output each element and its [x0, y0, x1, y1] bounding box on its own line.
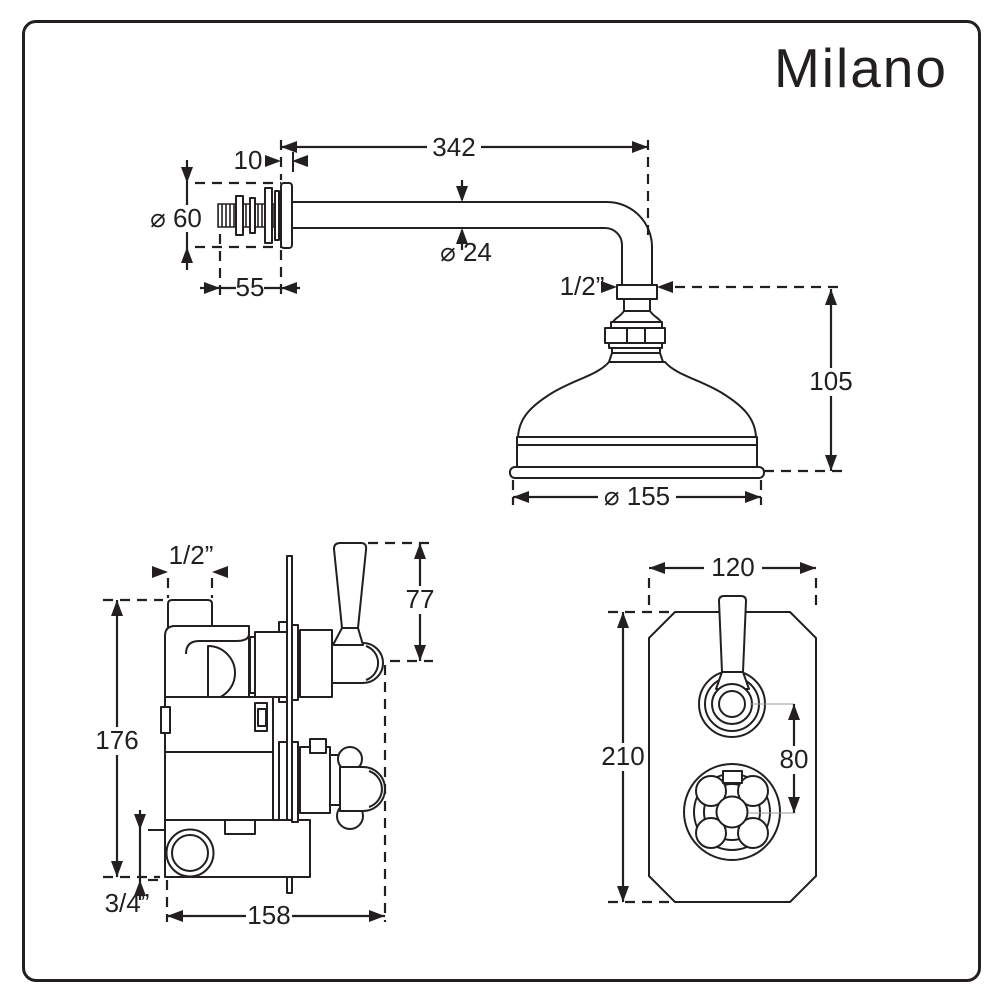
dim-label-arm-length: 342 — [432, 132, 475, 162]
dim-label-head-connection: 1/2” — [560, 271, 605, 301]
dimension-head-connection: 1/2” — [560, 271, 843, 301]
hex-nut — [604, 327, 666, 344]
dimension-handle-spacing: 80 — [748, 703, 812, 814]
shower-head-assembly-view: 342 10 ⌀ 60 — [147, 132, 855, 511]
dimension-side-outlet: 3/4” — [105, 810, 164, 918]
valve-side-view: 1/2” 77 — [93, 540, 438, 930]
crosshead-hub — [715, 795, 749, 829]
dim-label-plate-height: 210 — [601, 741, 644, 771]
crosshead-tab — [722, 770, 743, 784]
shower-arm — [292, 201, 653, 285]
body-rear-block — [254, 631, 288, 698]
shower-head — [509, 284, 765, 479]
valve-side-body — [160, 555, 311, 894]
lever-hub-dome — [331, 642, 384, 684]
body-left-tab — [160, 706, 171, 734]
bolt-detail-inner — [257, 708, 267, 727]
inlet-pipe — [167, 599, 213, 629]
lever-handle-front — [698, 595, 766, 738]
cross-lobe-sw — [695, 817, 727, 849]
dimension-arm-diameter: ⌀ 24 — [440, 180, 492, 267]
dimension-body-height: 176 — [93, 598, 163, 879]
dimension-plate-width: 120 — [647, 552, 818, 610]
crosshead-handle-side — [291, 738, 386, 830]
arm-collar — [616, 284, 658, 300]
locknut — [264, 187, 273, 244]
dimension-handle-height: 77 — [368, 541, 438, 663]
cross-lobe-se — [737, 817, 769, 849]
lever-handle-side — [291, 542, 384, 701]
head-band — [516, 436, 758, 468]
dimension-arm-length: 342 — [279, 132, 650, 240]
dim-label-handle-height: 77 — [406, 584, 435, 614]
lower-cartridge — [299, 746, 331, 814]
dimension-thread-length: 55 — [200, 234, 300, 302]
dim-label-depth: 158 — [247, 900, 290, 930]
dim-label-head-height: 105 — [809, 366, 852, 396]
dimension-head-height: 105 — [764, 289, 855, 473]
dim-label-plate-width: 120 — [711, 552, 754, 582]
upper-flange — [291, 624, 299, 701]
dim-label-thread-length: 55 — [236, 272, 265, 302]
dimension-head-diameter: ⌀ 155 — [511, 480, 763, 511]
dimension-depth: 158 — [165, 665, 387, 930]
body-lower-block — [164, 751, 274, 821]
washer — [274, 190, 280, 241]
connector-taper — [612, 310, 662, 323]
dim-label-flange-width: 10 — [234, 145, 263, 175]
dimension-plate-height: 210 — [599, 610, 672, 904]
dim-label-head-diameter: ⌀ 155 — [604, 481, 670, 511]
locknut — [235, 195, 244, 236]
wall-flange — [280, 182, 293, 249]
brand-logo: Milano — [773, 37, 948, 99]
dim-label-flange-diameter: ⌀ 60 — [150, 203, 202, 233]
wall-plate — [286, 555, 293, 894]
upper-cartridge — [299, 629, 333, 698]
cross-lobe-ne — [737, 775, 769, 807]
dim-label-body-height: 176 — [95, 725, 138, 755]
dim-label-handle-spacing: 80 — [780, 744, 809, 774]
bell-body — [517, 361, 757, 438]
head-rim — [509, 466, 765, 479]
cross-lobe-nw — [695, 775, 727, 807]
crosshead-handle-front — [683, 763, 781, 861]
spindle-inner — [718, 690, 746, 718]
lever-grip-side — [333, 542, 368, 629]
outlet-port-inner — [171, 834, 209, 872]
valve-front-view: 120 210 80 — [599, 552, 818, 904]
connector-neck — [623, 298, 651, 312]
bottom-notch — [224, 819, 256, 835]
dimension-side-inlet: 1/2” — [152, 540, 228, 598]
locknut — [249, 197, 256, 234]
lever-grip-front — [718, 595, 747, 673]
page-border — [22, 20, 981, 982]
lower-flange — [291, 741, 299, 823]
dimension-flange-diameter: ⌀ 60 — [147, 160, 281, 270]
dim-label-side-inlet: 1/2” — [169, 540, 214, 570]
lever-base-flare — [332, 627, 364, 646]
wall-mount-fixture — [217, 182, 293, 249]
dim-label-side-outlet: 3/4” — [105, 888, 150, 918]
cartridge-cap — [309, 738, 327, 754]
cross-hub-dome — [339, 766, 386, 812]
lower-escutcheon — [278, 741, 288, 823]
dim-label-arm-diameter: ⌀ 24 — [440, 237, 492, 267]
dimension-flange-width: 10 — [234, 145, 308, 175]
bell-neck — [608, 352, 664, 363]
